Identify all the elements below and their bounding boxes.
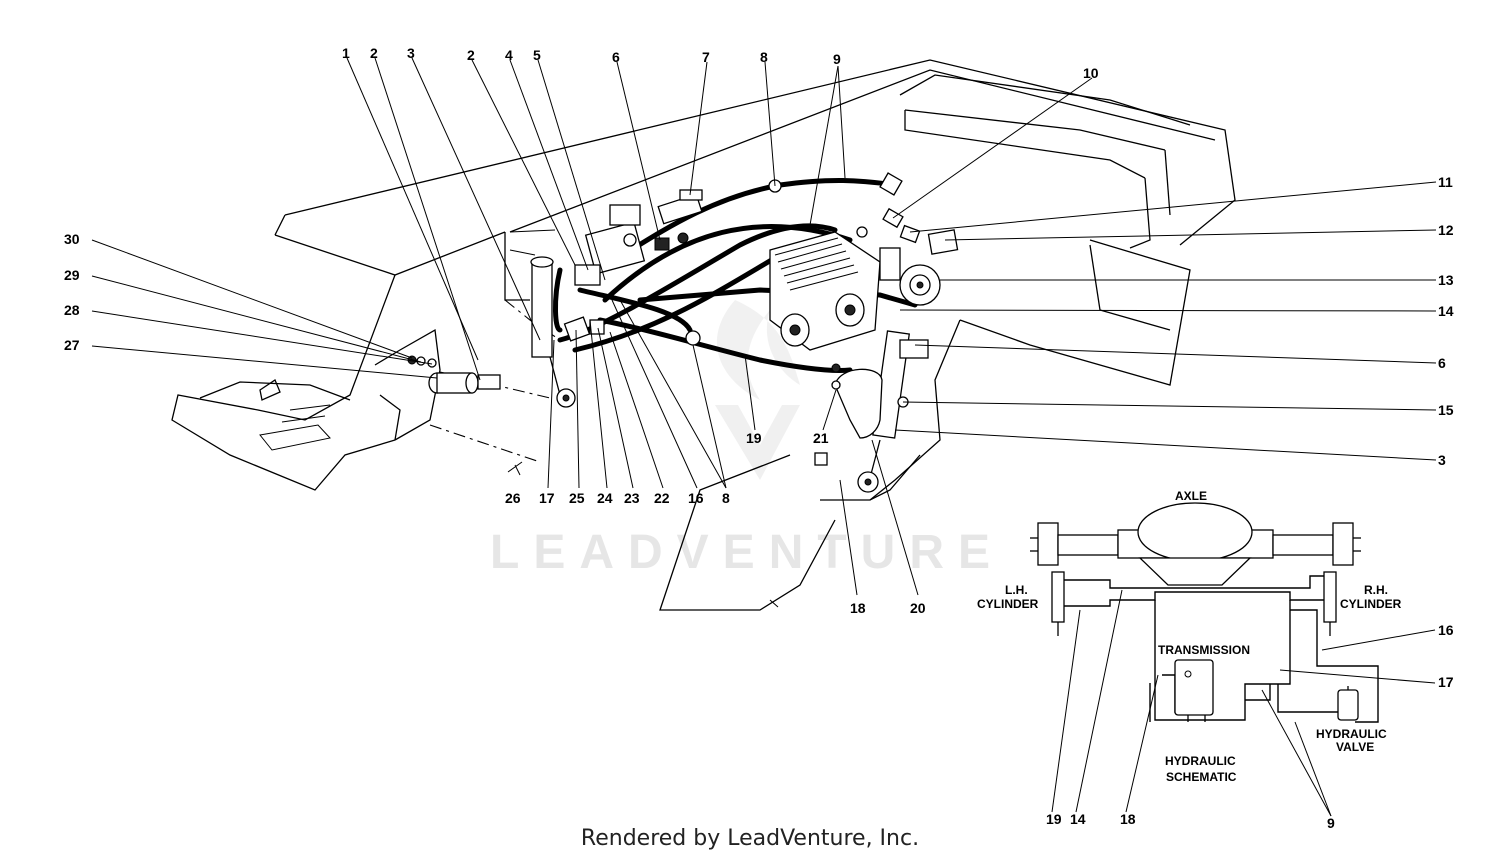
callout-19: 19 <box>746 430 762 446</box>
callout-28: 28 <box>64 302 80 318</box>
callout-1: 1 <box>342 45 350 61</box>
footer-credit: Rendered by LeadVenture, Inc. <box>580 826 920 851</box>
callout-30: 30 <box>64 231 80 247</box>
label-lh-cylinder-2: CYLINDER <box>977 597 1039 611</box>
callout-2: 2 <box>467 47 475 63</box>
callout-18: 18 <box>1120 811 1136 827</box>
callout-8: 8 <box>760 49 768 65</box>
callout-18: 18 <box>850 600 866 616</box>
axle <box>1030 502 1361 586</box>
rh-cylinder <box>1323 571 1337 636</box>
control-valve <box>563 189 703 342</box>
leader-lines <box>91 57 1437 596</box>
callout-21: 21 <box>813 430 829 446</box>
callout-9: 9 <box>833 51 841 67</box>
callout-8: 8 <box>722 490 730 506</box>
watermark-logo <box>715 300 800 480</box>
lh-cylinder <box>1051 571 1065 636</box>
callout-24: 24 <box>597 490 613 506</box>
right-cylinder <box>814 330 929 493</box>
label-schematic-title-1: HYDRAULIC <box>1165 754 1236 768</box>
label-rh-cylinder-1: R.H. <box>1364 583 1388 597</box>
hydraulic-schematic: AXLE L.H. CYLINDER R.H. CYLINDER TRANSMI… <box>977 489 1436 817</box>
callout-6: 6 <box>612 49 620 65</box>
label-valve-2: VALVE <box>1336 740 1374 754</box>
watermark-text: LEADVENTURE <box>490 526 1004 579</box>
transmission-pump <box>769 229 959 351</box>
callout-27: 27 <box>64 337 80 353</box>
callout-17: 17 <box>1438 674 1454 690</box>
label-rh-cylinder-2: CYLINDER <box>1340 597 1402 611</box>
callout-numbers: 1 2 3 2 4 5 6 7 8 9 10 11 12 13 14 6 15 … <box>64 45 1454 831</box>
callout-16: 16 <box>688 490 704 506</box>
frame-upper <box>274 59 1236 386</box>
callout-23: 23 <box>624 490 640 506</box>
label-schematic-title-2: SCHEMATIC <box>1166 770 1237 784</box>
callout-13: 13 <box>1438 272 1454 288</box>
callout-2: 2 <box>370 45 378 61</box>
callout-29: 29 <box>64 267 80 283</box>
callout-25: 25 <box>569 490 585 506</box>
callout-17: 17 <box>539 490 555 506</box>
callout-10: 10 <box>1083 65 1099 81</box>
callout-4: 4 <box>505 47 513 63</box>
hydraulic-valve-box <box>1337 689 1359 721</box>
label-axle: AXLE <box>1175 489 1207 503</box>
spindle-parts <box>407 355 523 476</box>
callout-12: 12 <box>1438 222 1454 238</box>
label-valve-1: HYDRAULIC <box>1316 727 1387 741</box>
callout-15: 15 <box>1438 402 1454 418</box>
callout-14: 14 <box>1438 303 1454 319</box>
callout-9: 9 <box>1327 815 1335 831</box>
label-transmission: TRANSMISSION <box>1158 643 1250 657</box>
callout-26: 26 <box>505 490 521 506</box>
callout-20: 20 <box>910 600 926 616</box>
callout-5: 5 <box>533 47 541 63</box>
callout-3: 3 <box>1438 452 1446 468</box>
callout-6: 6 <box>1438 355 1446 371</box>
label-lh-cylinder-1: L.H. <box>1005 583 1028 597</box>
callout-11: 11 <box>1438 174 1453 190</box>
callout-19: 19 <box>1046 811 1062 827</box>
callout-16: 16 <box>1438 622 1454 638</box>
callout-22: 22 <box>654 490 670 506</box>
callout-3: 3 <box>407 45 415 61</box>
transmission-box <box>1174 659 1214 716</box>
callout-7: 7 <box>702 49 710 65</box>
callout-14: 14 <box>1070 811 1086 827</box>
